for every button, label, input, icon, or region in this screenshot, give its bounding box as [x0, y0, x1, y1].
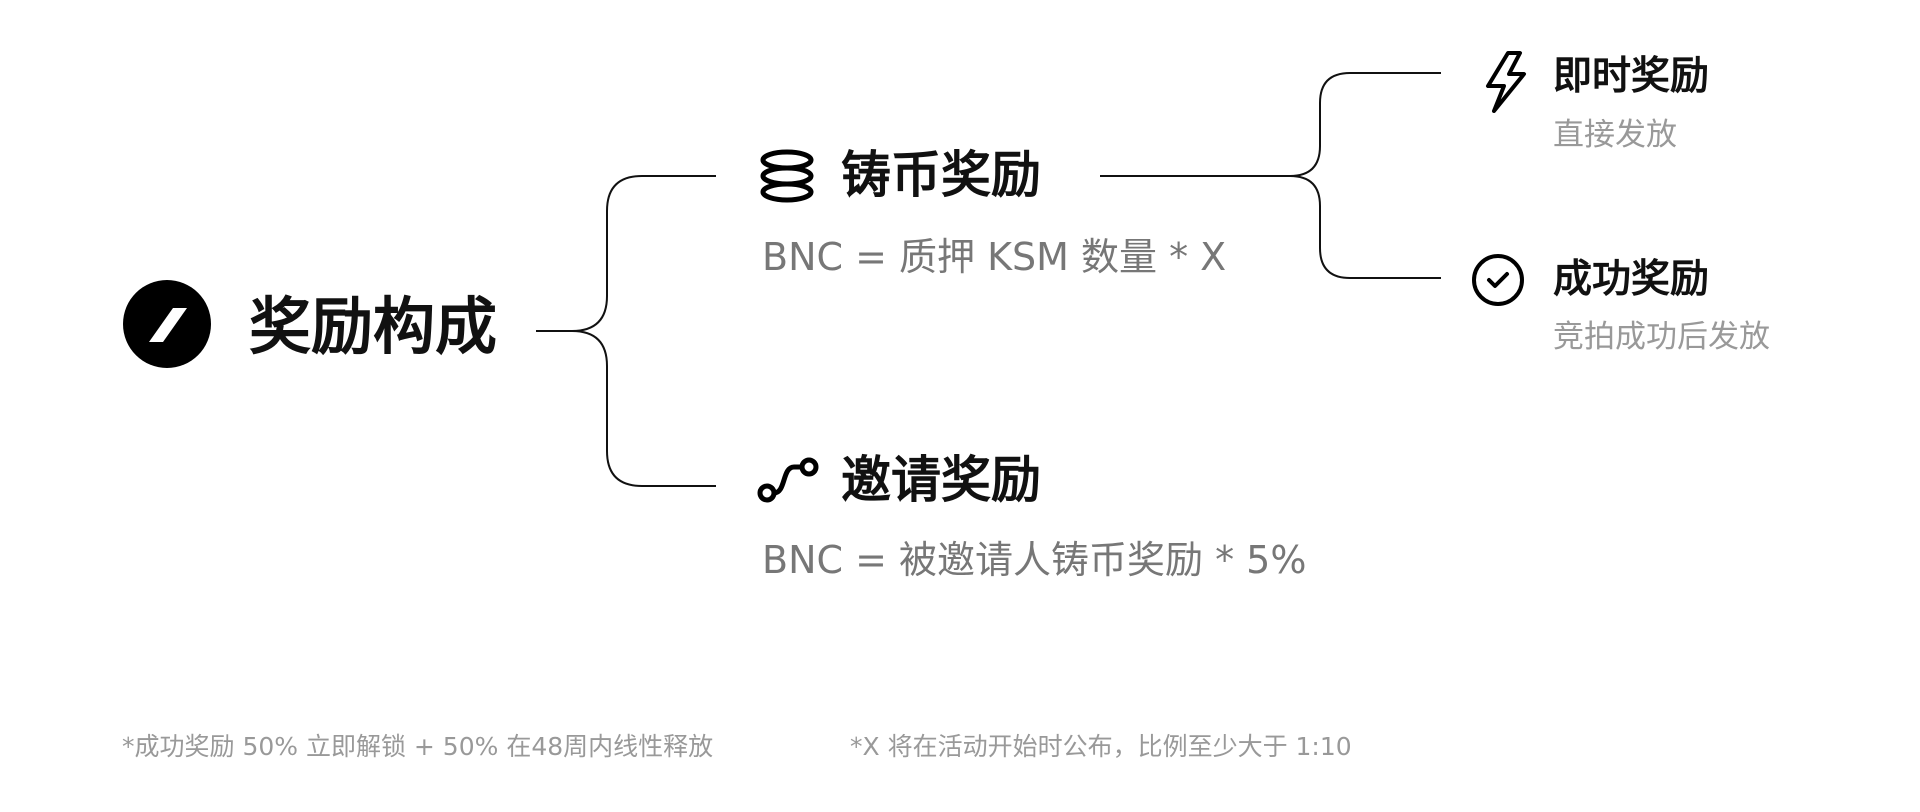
success-reward-title: 成功奖励: [1553, 257, 1710, 302]
root-bracket: [536, 175, 716, 487]
instant-reward-title: 即时奖励: [1553, 54, 1710, 99]
footnote-x-ratio: *X 将在活动开始时公布，比例至少大于 1:10: [850, 732, 1352, 761]
coins-stack-icon: [759, 149, 815, 203]
mint-bracket: [1100, 72, 1441, 279]
instant-reward-description: 直接发放: [1553, 117, 1677, 153]
mint-reward-title: 铸币奖励: [841, 146, 1041, 204]
success-reward-description: 竞拍成功后发放: [1553, 319, 1770, 355]
root-logo-icon: [123, 280, 211, 368]
lightning-icon: [1484, 50, 1528, 114]
root-title: 奖励构成: [249, 290, 498, 363]
mint-reward-formula: BNC = 质押 KSM 数量 * X: [762, 235, 1227, 279]
connection-nodes-icon: [756, 456, 820, 504]
check-circle-icon: [1471, 253, 1525, 307]
invite-reward-formula: BNC = 被邀请人铸币奖励 * 5%: [762, 538, 1307, 582]
footnote-success-unlock: *成功奖励 50% 立即解锁 + 50% 在48周内线性释放: [122, 732, 714, 761]
invite-reward-title: 邀请奖励: [841, 451, 1041, 509]
